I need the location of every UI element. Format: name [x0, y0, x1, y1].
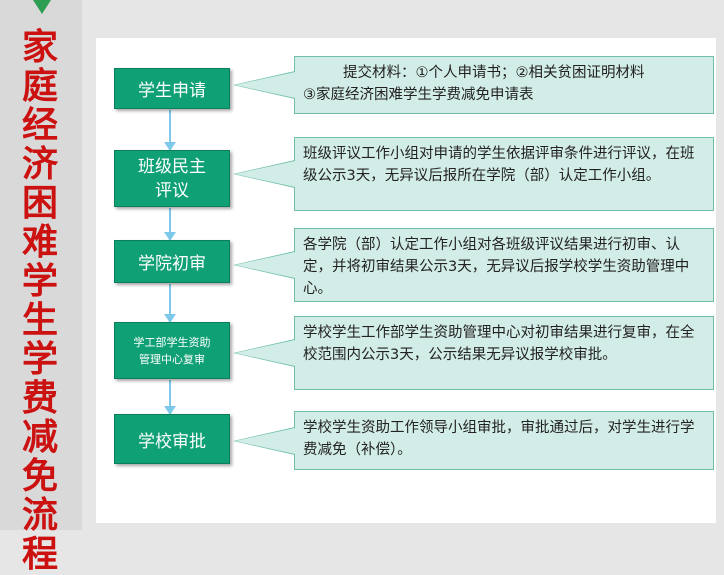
step-class-review: 班级民主 评议 [114, 150, 230, 207]
page-title: 家庭经济困难学生学费减免流程 [21, 27, 58, 575]
step-label-line1: 学工部学生资助 [133, 335, 211, 349]
note-text: 班级评议工作小组对申请的学生依据评审条件进行评议，在班级公示3天，无异议后报所在… [303, 146, 695, 184]
step-label: 学院初审 [138, 254, 206, 274]
note-text: 学校学生资助工作领导小组审批，审批通过后，对学生进行学费减免（补偿）。 [303, 420, 695, 458]
step-aid-center-re-review: 学工部学生资助 管理中心复审 [114, 322, 230, 379]
flow-arrow-2 [164, 208, 176, 241]
note-class-review: 班级评议工作小组对申请的学生依据评审条件进行评议，在班级公示3天，无异议后报所在… [233, 137, 714, 211]
down-triangle-icon [33, 0, 51, 14]
step-label-line1: 班级民主 [138, 156, 206, 177]
note-school-approval: 学校学生资助工作领导小组审批，审批通过后，对学生进行学费减免（补偿）。 [233, 411, 714, 470]
note-line1: 提交材料：①个人申请书；②相关贫困证明材料 [343, 65, 645, 81]
step-student-application: 学生申请 [114, 68, 230, 109]
note-materials: 提交材料：①个人申请书；②相关贫困证明材料 ③家庭经济困难学生学费减免申请表 [233, 56, 714, 114]
step-school-approval: 学校审批 [114, 414, 230, 464]
step-label: 学生申请 [138, 81, 206, 101]
flow-arrow-1 [164, 110, 176, 151]
step-label: 学校审批 [138, 431, 206, 452]
note-text: 各学院（部）认定工作小组对各班级评议结果进行初审、认定，并将初审结果公示3天，无… [303, 237, 690, 297]
note-line2: ③家庭经济困难学生学费减免申请表 [303, 87, 534, 103]
note-center-review: 学校学生工作部学生资助管理中心对初审结果进行复审，在全校范围内公示3天，公示结果… [233, 316, 714, 390]
step-college-preliminary-review: 学院初审 [114, 240, 230, 283]
note-college-review: 各学院（部）认定工作小组对各班级评议结果进行初审、认定，并将初审结果公示3天，无… [233, 228, 714, 302]
flow-arrow-4 [164, 380, 176, 415]
step-label-line2: 管理中心复审 [139, 352, 205, 366]
step-label-line2: 评议 [155, 180, 189, 201]
title-band [0, 0, 82, 530]
flow-arrow-3 [164, 284, 176, 323]
note-text: 学校学生工作部学生资助管理中心对初审结果进行复审，在全校范围内公示3天，公示结果… [303, 325, 695, 363]
